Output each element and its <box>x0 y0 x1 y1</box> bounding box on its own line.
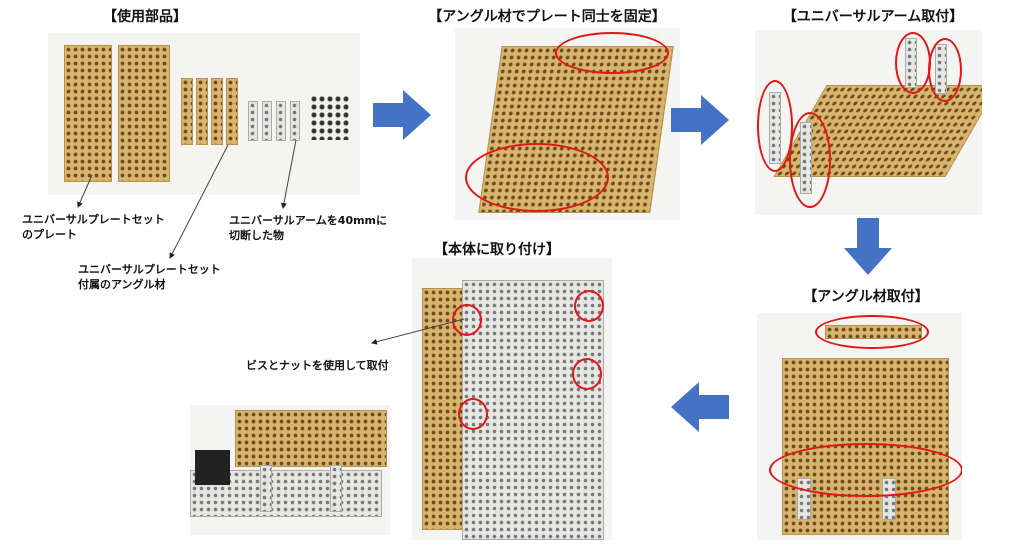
title-fix-plates: 【アングル材でプレート同士を固定】 <box>428 9 666 25</box>
arrow-left <box>671 382 729 432</box>
title-parts: 【使用部品】 <box>103 9 187 25</box>
callout-plate <box>77 174 93 208</box>
callout-arm <box>280 139 297 209</box>
photo-angle-attach <box>757 313 962 540</box>
arrow-down <box>844 218 892 275</box>
photo-arm-attach <box>755 30 982 215</box>
arrow-right-1 <box>373 90 431 140</box>
label-angle: ユニバーサルプレートセット 付属のアングル材 <box>78 263 221 291</box>
label-screw: ビスとナットを使用して取付 <box>246 359 389 372</box>
label-arm: ユニバーサルアームを40mmに 切断した物 <box>229 214 388 242</box>
title-angle-attach: 【アングル材取付】 <box>803 289 929 305</box>
photo-fix-plates <box>455 28 680 220</box>
callout-angle <box>169 144 229 259</box>
photo-assembled <box>190 405 390 535</box>
photo-mount-body <box>412 258 612 540</box>
photo-parts <box>48 33 360 195</box>
callout-screw <box>371 318 465 345</box>
title-arm-attach: 【ユニバーサルアーム取付】 <box>782 9 964 25</box>
arrow-right-2 <box>671 95 729 145</box>
title-mount-body: 【本体に取り付け】 <box>434 242 560 258</box>
label-plate: ユニバーサルプレートセット のプレート <box>22 213 165 241</box>
